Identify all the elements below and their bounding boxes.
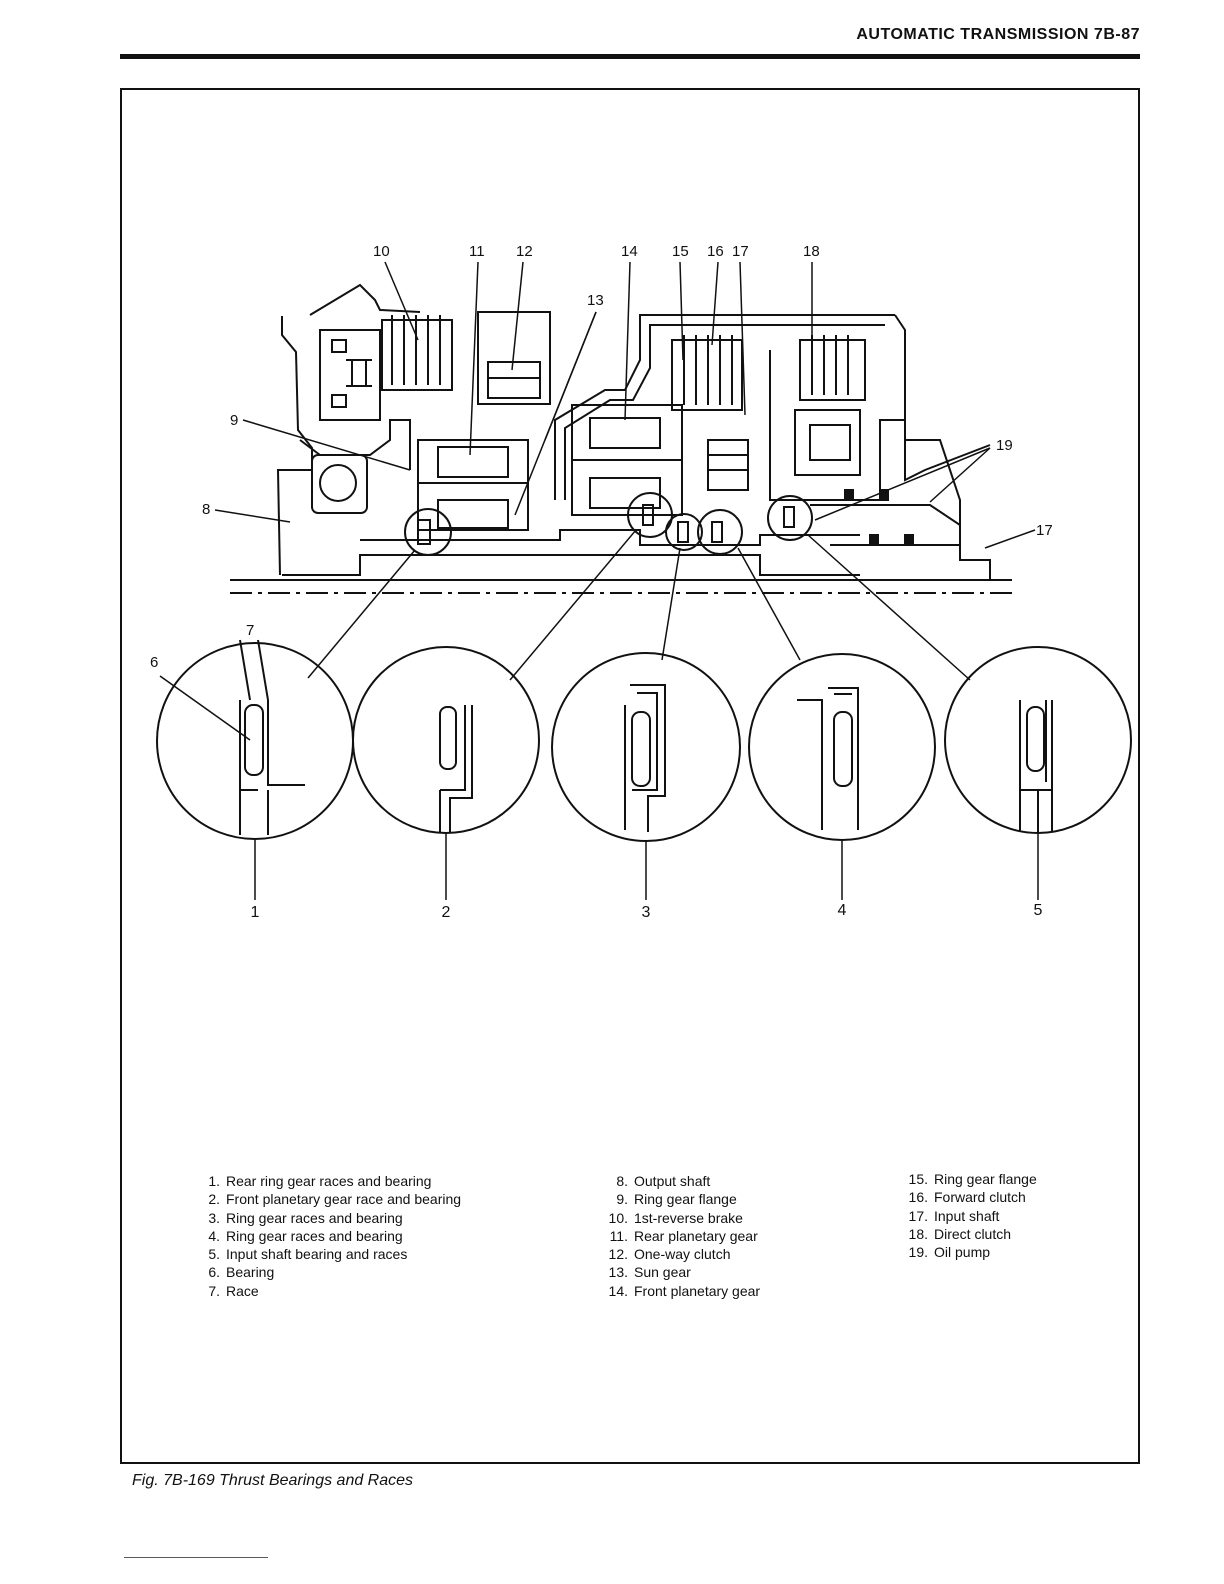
legend-item: 13.Sun gear	[608, 1264, 691, 1281]
legend-item: 19.Oil pump	[908, 1244, 991, 1261]
callout-7: 7	[246, 622, 254, 639]
callout-9: 9	[230, 412, 238, 429]
callout-12: 12	[516, 243, 533, 260]
legend-column-1: 1.Rear ring gear races and bearing 2.Fro…	[192, 1172, 461, 1300]
legend-item: 1.Rear ring gear races and bearing	[208, 1173, 432, 1189]
callout-15: 15	[672, 243, 689, 260]
detail-number-3: 3	[642, 904, 651, 921]
detail-circle-1	[156, 639, 354, 900]
legend-item: 18.Direct clutch	[908, 1225, 1012, 1242]
legend-column-3: 15.Ring gear flange 16.Forward clutch 17…	[900, 1170, 1037, 1261]
legend-item: 2.Front planetary gear race and bearing	[208, 1191, 462, 1208]
figure-caption: Fig. 7B-169 Thrust Bearings and Races	[132, 1472, 414, 1489]
detail-circle-2	[352, 646, 540, 900]
legend-item: 8.Output shaft	[616, 1173, 711, 1189]
legend-item: 7.Race	[208, 1282, 259, 1299]
detail-number-1: 1	[251, 904, 260, 921]
callout-8: 8	[202, 501, 210, 518]
detail-circle-4	[748, 653, 936, 900]
direct-clutch-pack	[799, 335, 866, 401]
callout-16: 16	[707, 243, 724, 260]
callout-17-right: 17	[1036, 522, 1053, 539]
detail-number-2: 2	[442, 904, 451, 921]
transmission-cross-section	[230, 283, 1012, 594]
detail-number-4: 4	[838, 902, 847, 919]
callout-6: 6	[150, 654, 158, 671]
detail-numbers: 1 2 3 4 5	[251, 902, 1043, 921]
legend-item: 11.Rear planetary gear	[609, 1227, 758, 1244]
figure-frame	[120, 88, 1140, 1464]
legend-column-2: 8.Output shaft 9.Ring gear flange 10.1st…	[600, 1172, 761, 1300]
legend-item: 12.One-way clutch	[608, 1246, 731, 1263]
callout-13: 13	[587, 292, 604, 309]
brake-pack	[381, 315, 453, 391]
callout-11: 11	[469, 243, 485, 260]
detail-circle-3	[551, 652, 741, 900]
legend-item: 9.Ring gear flange	[616, 1191, 737, 1208]
footer-link-rule	[124, 1557, 268, 1558]
callout-14: 14	[621, 243, 638, 260]
callout-18: 18	[803, 243, 820, 260]
legend-item: 5.Input shaft bearing and races	[208, 1246, 408, 1263]
detail-connectors	[307, 529, 971, 681]
page-header: AUTOMATIC TRANSMISSION 7B-87	[856, 26, 1140, 43]
legend-item: 4.Ring gear races and bearing	[208, 1227, 403, 1244]
forward-clutch-pack	[671, 335, 743, 411]
callout-10: 10	[373, 243, 390, 260]
detail-number-5: 5	[1034, 902, 1043, 919]
header-rule	[120, 54, 1140, 59]
legend-item: 15.Ring gear flange	[908, 1171, 1037, 1187]
legend-item: 10.1st-reverse brake	[608, 1209, 743, 1226]
callout-leaders	[214, 261, 1036, 549]
callout-17-top: 17	[732, 243, 749, 260]
top-callouts: 10 11 12 13 14 15 16 17 18 9 8 19 17 6 7	[150, 243, 1053, 671]
legend-item: 3.Ring gear races and bearing	[208, 1209, 403, 1226]
legend-item: 17.Input shaft	[908, 1207, 1000, 1224]
legend-item: 16.Forward clutch	[908, 1189, 1026, 1206]
detail-circle-5	[944, 646, 1132, 900]
legend-item: 6.Bearing	[208, 1264, 275, 1281]
callout-19: 19	[996, 437, 1013, 454]
legend-item: 14.Front planetary gear	[608, 1282, 761, 1299]
